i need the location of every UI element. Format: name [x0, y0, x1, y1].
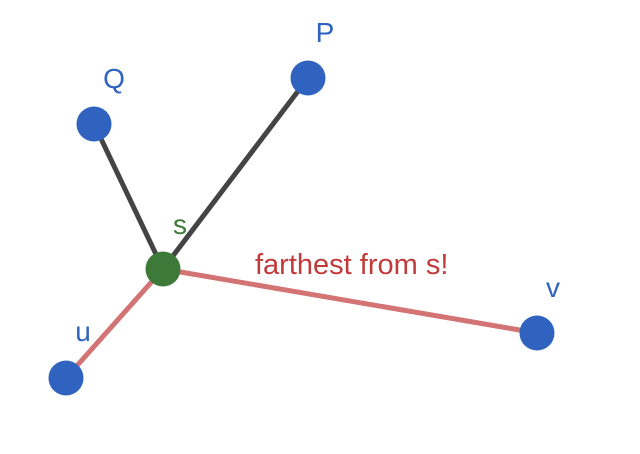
edge-s-p [160, 75, 311, 272]
node-s [145, 251, 181, 287]
node-v [519, 315, 555, 351]
node-label-q: Q [103, 63, 125, 94]
farthest-annotation: farthest from s! [255, 249, 448, 281]
node-q [76, 106, 112, 142]
node-p [290, 60, 326, 96]
node-label-v: v [546, 272, 560, 303]
edge-s-v [160, 266, 540, 336]
node-label-p: P [316, 17, 335, 48]
node-label-u: u [75, 316, 91, 347]
edge-s-u [63, 266, 166, 381]
edge-s-q [91, 121, 166, 272]
node-u [48, 360, 84, 396]
node-label-s: s [173, 209, 187, 240]
